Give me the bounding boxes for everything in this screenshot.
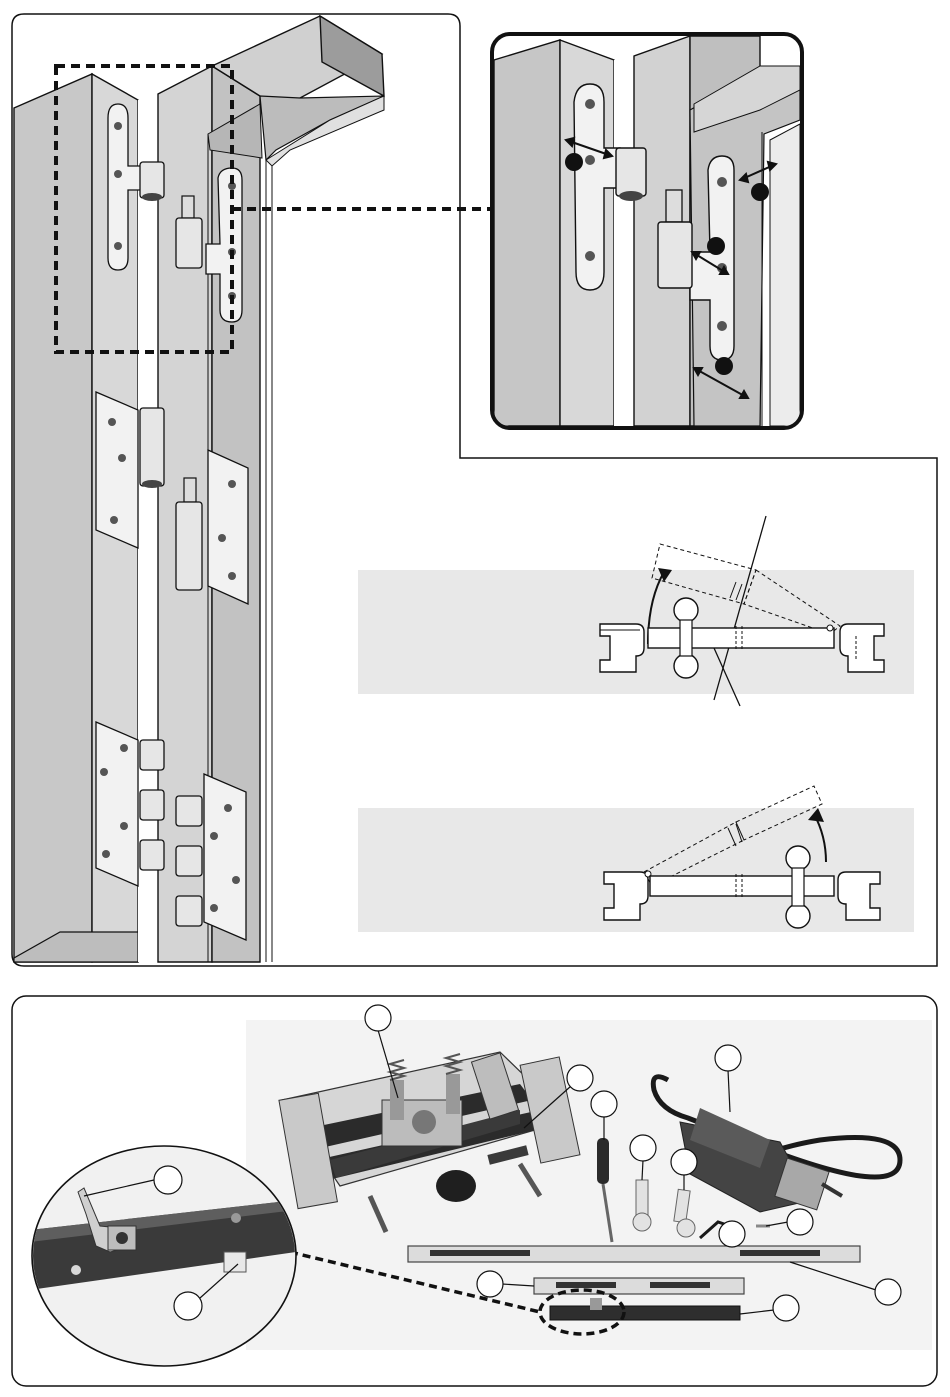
callout-1	[365, 1005, 391, 1031]
callout-13	[174, 1292, 202, 1320]
callout-8	[787, 1209, 813, 1235]
callout-11	[773, 1295, 799, 1321]
callout-4	[630, 1135, 656, 1161]
callout-7	[719, 1221, 745, 1247]
marker-4	[715, 357, 733, 375]
marker-1	[565, 153, 583, 171]
zoom-detail	[492, 34, 802, 428]
callout-2	[567, 1065, 593, 1091]
callout-5	[671, 1149, 697, 1175]
callout-3	[591, 1091, 617, 1117]
door-leaf-face	[14, 74, 92, 962]
callout-6	[715, 1045, 741, 1071]
marker-3	[751, 183, 769, 201]
callout-12	[154, 1166, 182, 1194]
marker-2	[707, 237, 725, 255]
callout-9	[875, 1279, 901, 1305]
callout-10	[477, 1271, 503, 1297]
